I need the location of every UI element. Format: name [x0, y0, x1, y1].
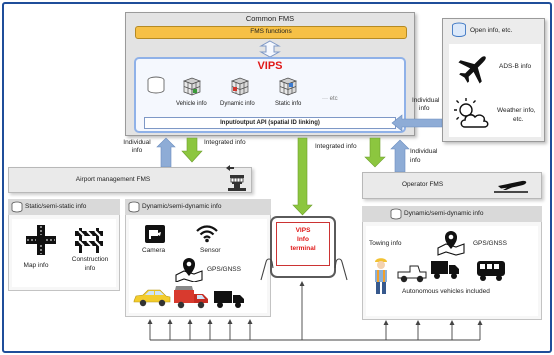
integrated-info-left-arrow: [181, 137, 203, 163]
yellow-car-icon: [133, 289, 171, 307]
fms-functions-bar: [135, 26, 407, 39]
individual-info-right-arrow: [390, 139, 410, 173]
map-info-label: Map info: [23, 262, 49, 269]
camera-label: Camera: [142, 247, 166, 254]
vips-item-etc: ··· etc: [322, 96, 338, 102]
terminal-line3: terminal: [290, 245, 316, 252]
black-truck-icon: [431, 261, 459, 279]
operator-fms-title: Operator FMS: [402, 181, 444, 188]
wifi-sensor-icon: [196, 225, 218, 243]
open-info-weather: Weather info,: [497, 107, 536, 114]
vehicle-info-cube-icon: [183, 77, 201, 96]
airplane-icon: [458, 56, 486, 84]
label-individual-info-right-1: Individual: [410, 148, 438, 155]
autonomous-vehicles-label: Autonomous vehicles included: [402, 288, 490, 295]
construction-label: Construction: [71, 256, 109, 263]
open-info-title: Open info, etc.: [470, 27, 513, 34]
integrated-info-center-arrow: [292, 137, 313, 216]
label-integrated-info-right: Integrated info: [315, 143, 357, 150]
construction-info-label: info: [84, 265, 96, 272]
airplane-takeoff-icon: [494, 180, 528, 193]
dynamic-info-cube-icon: [231, 77, 249, 96]
airport-dynamic-info-header: [125, 199, 271, 215]
database-icon: [452, 22, 466, 37]
weather-icon: [454, 98, 489, 128]
api-label: Input/output API (spatial ID linking): [220, 120, 320, 126]
black-truck-icon: [214, 291, 244, 308]
static-info-header: [8, 199, 120, 215]
static-info-title: Static/semi-static info: [25, 203, 87, 210]
vips-info-terminal-screen: [276, 222, 330, 266]
integrated-info-right-arrow: [364, 137, 386, 168]
terminal-line2: Info: [297, 236, 309, 243]
camera-icon: [145, 225, 165, 243]
label-individual-info-left-1: Individual: [123, 139, 151, 146]
individual-info-top-arrow: [391, 114, 443, 132]
red-truck-icon: [174, 286, 208, 309]
database-icon: [390, 208, 402, 220]
label-individual-info-left-2: info: [131, 147, 143, 154]
sensor-label: Sensor: [200, 247, 221, 254]
open-info-etc: etc.: [513, 116, 524, 123]
label-individual-info-top-1: Individual: [412, 97, 440, 104]
open-info-adsb: ADS-B info: [499, 63, 532, 70]
static-info-cube-icon: [279, 77, 297, 96]
control-tower-icon: [226, 165, 246, 191]
gps-map-pin-icon: [437, 231, 465, 256]
gps-gnss-label-airport: GPS/GNSS: [207, 266, 241, 273]
towing-info-label: Towing info: [369, 240, 402, 247]
vips-title: VIPS: [257, 60, 283, 72]
database-icon: [128, 201, 140, 213]
hands-holding-icon: [260, 258, 348, 281]
vips-item-vehicle-info: Vehicle info: [176, 101, 207, 107]
construction-barrier-icon: [75, 228, 103, 253]
database-icon: [147, 76, 165, 94]
label-integrated-info-left: Integrated info: [204, 139, 246, 146]
worker-icon: [375, 258, 387, 294]
operator-dynamic-info-header: [362, 206, 542, 222]
database-icon: [11, 201, 23, 213]
gps-gnss-label-operator: GPS/GNSS: [473, 240, 507, 247]
vips-item-dynamic-info: Dynamic info: [220, 101, 255, 107]
tow-tractor-icon: [397, 265, 427, 283]
fms-functions-label: FMS functions: [250, 28, 292, 35]
label-individual-info-right-2: info: [410, 157, 421, 164]
individual-info-left-arrow: [156, 137, 176, 168]
map-crossroad-icon: [26, 225, 56, 255]
label-individual-info-top-2: info: [419, 105, 430, 112]
common-fms-title: Common FMS: [245, 14, 295, 23]
terminal-line1: VIPS: [295, 227, 311, 234]
gps-map-pin-icon: [175, 258, 203, 282]
airport-fms-title: Airport management FMS: [75, 176, 151, 183]
airport-fms-box: [8, 167, 252, 193]
bus-icon: [477, 261, 505, 281]
airport-dynamic-info-title: Dynamic/semi-dynamic info: [142, 203, 222, 210]
operator-dynamic-info-title: Dynamic/semi-dynamic info: [404, 210, 484, 217]
vips-item-static-info: Static info: [275, 101, 302, 107]
